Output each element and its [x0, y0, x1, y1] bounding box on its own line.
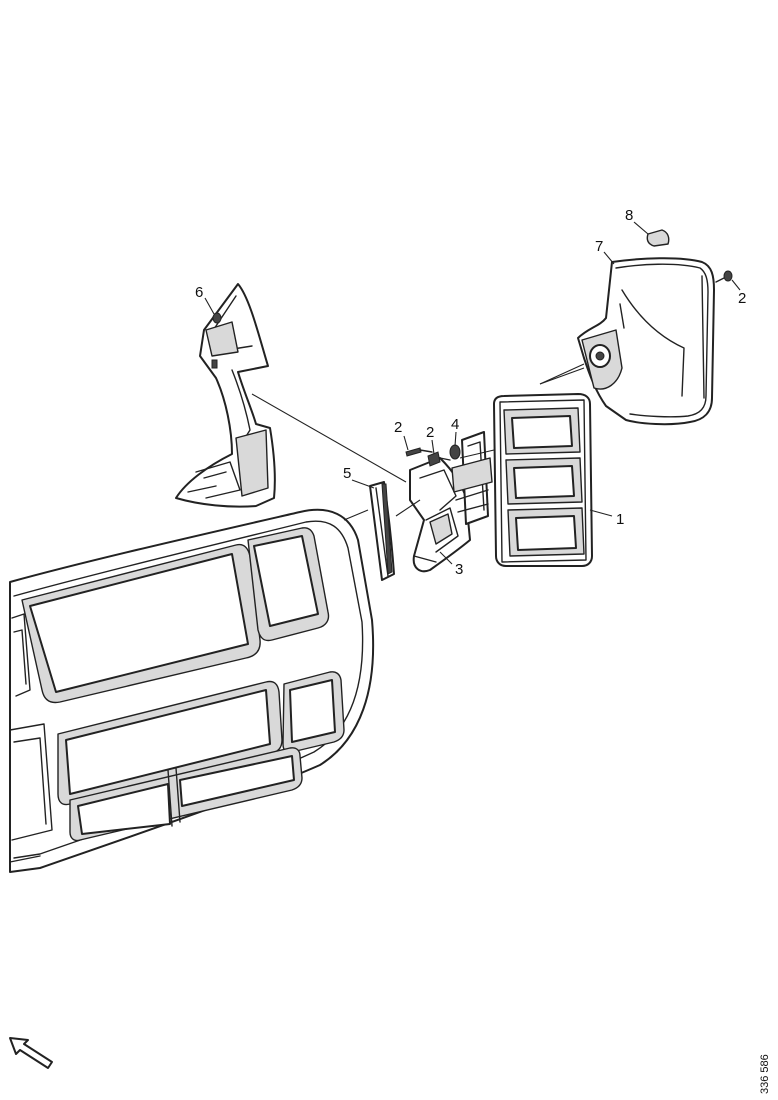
- fastener-right: [715, 270, 733, 283]
- leader-lines: [204, 221, 741, 565]
- callout-labels: 1 2 2 2 3 4 5 6 7 8: [195, 207, 746, 578]
- callout-2-center-right: 2: [426, 424, 434, 441]
- part-trim-strip: [369, 481, 395, 581]
- direction-arrow-icon: [9, 1037, 53, 1069]
- part-side-cover: [577, 257, 715, 426]
- part-frame: [493, 393, 593, 567]
- callout-7: 7: [595, 238, 603, 255]
- callout-3: 3: [455, 561, 463, 578]
- callout-8: 8: [625, 207, 633, 224]
- callout-6: 6: [195, 284, 203, 301]
- part-cap: [646, 229, 670, 247]
- part-side-trim: [175, 283, 276, 508]
- part-holder: [451, 431, 493, 525]
- callout-2-right: 2: [738, 290, 746, 307]
- callout-5: 5: [343, 465, 351, 482]
- fasteners-center: [405, 444, 461, 467]
- callout-1: 1: [616, 511, 624, 528]
- dashboard-panel: [9, 508, 375, 873]
- document-number: 336 586: [759, 1054, 771, 1094]
- callout-4: 4: [451, 416, 459, 433]
- callout-2-center-left: 2: [394, 419, 402, 436]
